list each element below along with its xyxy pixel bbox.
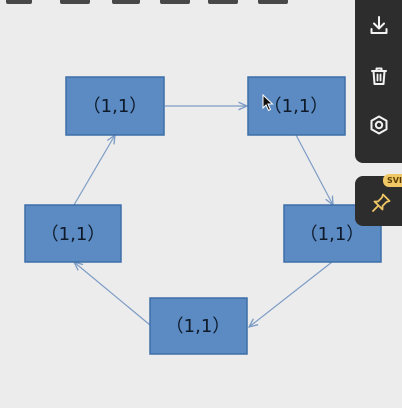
download-icon	[370, 16, 387, 34]
delete-button[interactable]	[355, 56, 402, 96]
edge-left-to-top-left	[73, 135, 115, 206]
edge-bottom-to-left	[74, 262, 151, 326]
node-label: （1,1）	[41, 224, 106, 245]
delete-icon	[370, 67, 387, 85]
edge-right-to-bottom	[249, 261, 333, 327]
node-left: （1,1）	[24, 204, 122, 263]
node-label: （1,1）	[264, 96, 329, 117]
node-label: （1,1）	[83, 96, 148, 117]
cropped-title	[0, 0, 330, 8]
view-icon	[370, 115, 387, 135]
node-top-left: （1,1）	[65, 76, 165, 136]
mouse-cursor-icon	[262, 94, 274, 112]
node-bottom: （1,1）	[149, 297, 248, 355]
svip-badge: SVIP	[383, 174, 402, 187]
pin-icon	[372, 193, 391, 212]
edge-top-right-to-right	[295, 134, 333, 205]
node-label: （1,1）	[166, 316, 231, 337]
node-label: （1,1）	[300, 224, 365, 245]
side-toolbar	[355, 0, 402, 163]
download-button[interactable]	[355, 5, 402, 45]
view-button[interactable]	[355, 105, 402, 145]
edges	[74, 106, 333, 327]
